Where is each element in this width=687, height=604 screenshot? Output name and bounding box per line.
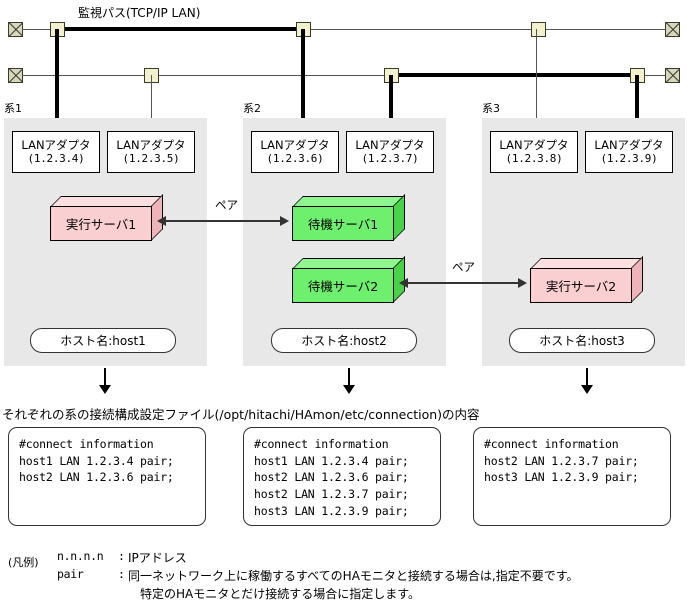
crossed-box-terminator-icon — [8, 68, 23, 83]
legend-key-0: n.n.n.n — [57, 549, 104, 563]
lan-adapter-ip: (1.2.3.9) — [600, 152, 658, 166]
server-box-standby-2: 待機サーバ2 — [292, 256, 405, 303]
hostname-pill-1: ホスト名:host1 — [30, 328, 176, 353]
lan-adapter-2-1: LANアダプタ (1.2.3.6) — [251, 131, 339, 173]
legend-sep-1: : — [118, 567, 125, 581]
lan-adapter-2-2: LANアダプタ (1.2.3.7) — [346, 131, 434, 173]
flow-arrow-head-1 — [99, 385, 111, 394]
lan-tap-node-icon — [531, 22, 546, 37]
system-label-1: 系1 — [4, 102, 22, 115]
bus-segment-active — [392, 73, 632, 77]
flow-arrow-shaft-3 — [586, 368, 588, 386]
drop-cable-s2-a2 — [389, 75, 393, 135]
pair-arrow-line-1 — [166, 220, 280, 222]
pair-arrowhead-right-1 — [280, 216, 289, 226]
lan-adapter-ip: (1.2.3.5) — [122, 152, 180, 166]
pair-arrowhead-left-1 — [157, 216, 166, 226]
flow-arrow-shaft-2 — [348, 368, 350, 386]
lan-adapter-ip: (1.2.3.4) — [27, 152, 85, 166]
flow-arrow-head-3 — [581, 385, 593, 394]
crossed-box-terminator-icon — [8, 22, 23, 37]
lan-adapter-ip: (1.2.3.7) — [361, 152, 419, 166]
server-box-front-face: 待機サーバ2 — [292, 268, 394, 303]
hostname-pill-3: ホスト名:host3 — [509, 328, 655, 353]
lan-adapter-label: LANアダプタ — [499, 137, 569, 152]
legend-text-1-0: 同一ネットワーク上に稼働するすべてのHAモニタと接続する場合は,指定不要です。 — [128, 569, 579, 583]
drop-cable-s3-a2 — [635, 75, 639, 135]
drop-cable-s2-a1 — [301, 29, 305, 135]
server-box-front-face: 実行サーバ1 — [50, 206, 152, 241]
bus-segment — [22, 75, 144, 76]
flow-arrow-shaft-1 — [104, 368, 106, 386]
crossed-box-terminator-icon — [665, 22, 680, 37]
legend-title: (凡例) — [8, 556, 39, 569]
lan-adapter-label: LANアダプタ — [21, 137, 91, 152]
legend-text-1-1: 特定のHAモニタとだけ接続する場合に指定します。 — [140, 587, 421, 601]
legend-sep-0: : — [118, 549, 125, 563]
crossed-box-terminator-icon — [665, 68, 680, 83]
pair-arrowhead-right-2 — [518, 278, 527, 288]
server-box-active-2: 実行サーバ2 — [530, 256, 643, 303]
lan-adapter-ip: (1.2.3.8) — [505, 152, 563, 166]
lan-adapter-ip: (1.2.3.6) — [266, 152, 324, 166]
lan-adapter-3-1: LANアダプタ (1.2.3.8) — [490, 131, 578, 173]
lan-adapter-label: LANアダプタ — [116, 137, 186, 152]
lan-adapter-3-2: LANアダプタ (1.2.3.9) — [585, 131, 673, 173]
bus-segment — [22, 29, 50, 30]
lan-adapter-1-1: LANアダプタ (1.2.3.4) — [12, 131, 100, 173]
hostname-pill-2: ホスト名:host2 — [271, 328, 417, 353]
system-label-2: 系2 — [243, 102, 261, 115]
pair-arrowhead-left-2 — [399, 278, 408, 288]
legend-text-0-0: IPアドレス — [128, 551, 187, 565]
config-box-3: #connect information host2 LAN 1.2.3.7 p… — [473, 427, 671, 526]
legend-key-1: pair — [57, 567, 84, 581]
config-box-2: #connect information host1 LAN 1.2.3.4 p… — [243, 427, 441, 526]
config-file-caption: それぞれの系の接続構成設定ファイル(/opt/hitachi/HAmon/etc… — [2, 407, 480, 422]
bus-title: 監視パス(TCP/IP LAN) — [78, 6, 201, 20]
pair-label-2: ペア — [452, 260, 475, 274]
bus-segment-active — [57, 27, 298, 31]
pair-arrow-line-2 — [408, 282, 518, 284]
lan-adapter-label: LANアダプタ — [594, 137, 664, 152]
lan-adapter-label: LANアダプタ — [355, 137, 425, 152]
bus-segment — [311, 29, 533, 30]
drop-cable-s3-a1 — [536, 29, 537, 135]
server-box-front-face: 待機サーバ1 — [292, 206, 394, 241]
bus-segment — [645, 75, 666, 76]
drop-cable-s1-a2 — [151, 75, 152, 135]
config-box-1: #connect information host1 LAN 1.2.3.4 p… — [8, 427, 206, 526]
bus-segment — [546, 29, 666, 30]
lan-adapter-label: LANアダプタ — [260, 137, 330, 152]
bus-segment — [158, 75, 384, 76]
lan-adapter-1-2: LANアダプタ (1.2.3.5) — [107, 131, 195, 173]
system-label-3: 系3 — [482, 102, 500, 115]
pair-label-1: ペア — [215, 198, 238, 212]
server-box-standby-1: 待機サーバ1 — [292, 194, 405, 241]
drop-cable-s1-a1 — [55, 29, 59, 135]
flow-arrow-head-2 — [343, 385, 355, 394]
server-box-front-face: 実行サーバ2 — [530, 268, 632, 303]
server-box-active-1: 実行サーバ1 — [50, 194, 163, 241]
